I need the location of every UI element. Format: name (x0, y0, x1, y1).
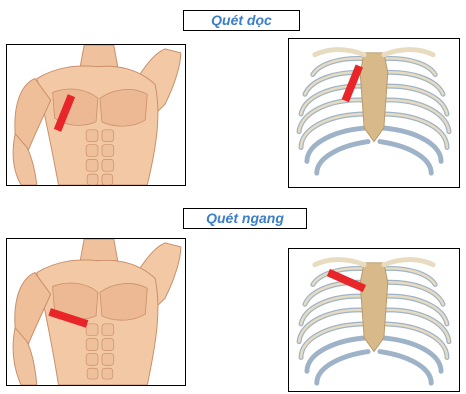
torso-image-vertical (6, 44, 186, 186)
torso-muscle-illustration-icon (7, 239, 185, 385)
torso-muscle-illustration-icon (7, 45, 185, 185)
ribcage-illustration-icon (289, 39, 459, 187)
section-label-horizontal-scan: Quét ngang (183, 208, 307, 229)
torso-image-horizontal (6, 238, 186, 386)
section-label-vertical-scan: Quét dọc (183, 10, 300, 31)
ribcage-image-horizontal (288, 248, 460, 392)
ribcage-image-vertical (288, 38, 460, 188)
ribcage-illustration-icon (289, 249, 459, 391)
